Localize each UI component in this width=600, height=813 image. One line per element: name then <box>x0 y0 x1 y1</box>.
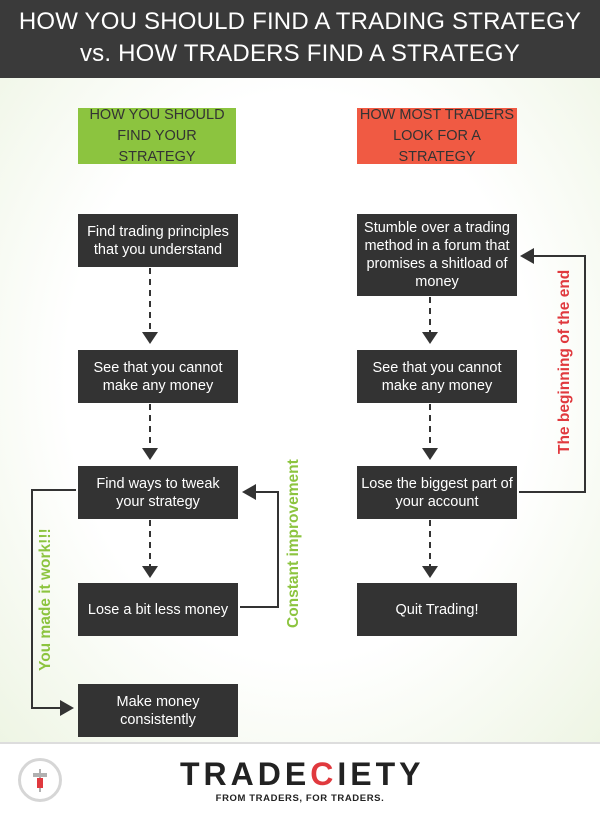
left-column-label: HOW YOU SHOULD FIND YOUR STRATEGY <box>78 107 236 165</box>
right-step-1: Stumble over a trading method in a forum… <box>357 214 517 296</box>
right-step-3: Lose the biggest part of your account <box>357 466 517 519</box>
end-loop-arrow <box>519 255 586 493</box>
beginning-of-the-end-label: The beginning of the end <box>556 269 573 454</box>
title-line-2: vs. HOW TRADERS FIND A STRATEGY <box>79 40 521 67</box>
footer-divider <box>0 742 600 744</box>
constant-improvement-label: Constant improvement <box>285 459 302 628</box>
right-column-label: HOW MOST TRADERS LOOK FOR A STRATEGY <box>357 107 517 165</box>
brand-tagline: FROM TRADERS, FOR TRADERS. <box>215 793 385 804</box>
you-made-it-work-label: You made it work!!! <box>37 528 54 671</box>
improvement-loop-arrow <box>240 491 279 608</box>
header-banner: HOW YOU SHOULD FIND A TRADING STRATEGY v… <box>0 0 600 78</box>
brand-wordmark: TRADECIETY <box>180 756 420 793</box>
left-step-2: See that you cannot make any money <box>78 350 238 403</box>
brand-accent: C <box>310 756 338 792</box>
right-step-4: Quit Trading! <box>357 583 517 636</box>
left-step-4: Lose a bit less money <box>78 583 238 636</box>
left-step-1: Find trading principles that you underst… <box>78 214 238 267</box>
left-step-3: Find ways to tweak your strategy <box>78 466 238 519</box>
brand-part-1: TRADE <box>180 756 311 792</box>
left-step-5: Make money consistently <box>78 684 238 737</box>
brand-part-2: IETY <box>337 756 425 792</box>
success-path-arrow <box>31 489 76 709</box>
right-step-2: See that you cannot make any money <box>357 350 517 403</box>
title-line-1: HOW YOU SHOULD FIND A TRADING STRATEGY <box>18 8 582 35</box>
candlestick-logo-icon <box>18 758 62 802</box>
